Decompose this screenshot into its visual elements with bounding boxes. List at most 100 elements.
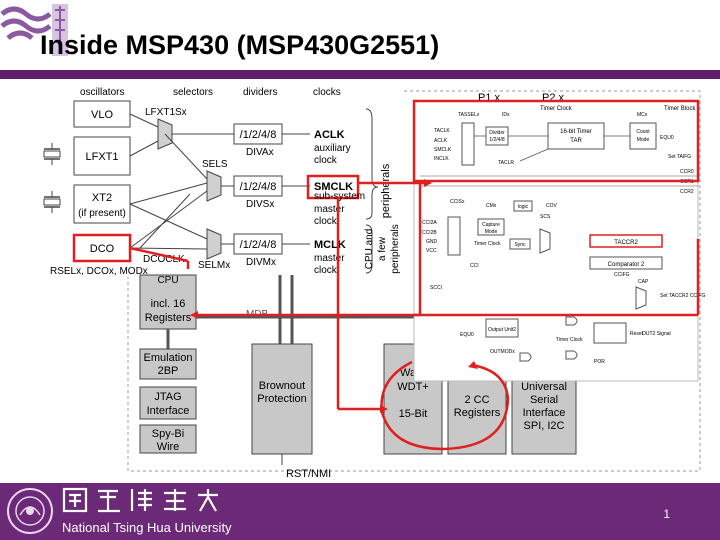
mclk-desc-1: master (314, 253, 345, 264)
usi-label-1: Universal (521, 381, 567, 393)
taclr-label: TACLR (498, 160, 514, 166)
spybi-block: Spy-Bi Wire (139, 424, 197, 454)
mcx-label: MCx (637, 112, 648, 118)
dco-box (72, 233, 132, 263)
scci-label: SCCI (430, 285, 442, 291)
cpu-label: CPU (157, 275, 178, 286)
university-seal-icon (7, 488, 53, 534)
xt2-note: (if present) (78, 208, 126, 219)
ccr0-label: CCR0 (680, 169, 694, 175)
ccr2-label: CCR2 (680, 189, 694, 195)
mclk-label: MCLK (314, 239, 346, 251)
selm-label: SELMx (198, 260, 230, 271)
smclk-divider-label: /1/2/4/8 (240, 181, 277, 193)
taccr2-label: TACCR2 (614, 240, 638, 246)
count-mode-box (629, 122, 657, 150)
por-label: POR (594, 359, 605, 365)
lfxt1-label: LFXT1 (85, 151, 118, 163)
divs-label: DIVSx (246, 199, 274, 210)
outmodx-label: OUTMODx (490, 349, 515, 355)
aclk-desc-1: auxiliary (314, 143, 351, 154)
equ0-label: EQU0 (660, 135, 674, 141)
selectors-header: selectors (173, 87, 213, 98)
aclk-divider-label: /1/2/4/8 (240, 129, 277, 141)
dco-bits-label: RSELx, DCOx, MODx (50, 266, 148, 277)
crystal-icon (43, 191, 61, 213)
timer-block-label: Timer Block (664, 106, 696, 112)
cmx-label: CMx (486, 203, 497, 209)
xt2-box (73, 184, 131, 224)
aclk-label: ACLK (314, 129, 345, 141)
cov-label: COV (546, 203, 558, 209)
usi-label-3: Interface (523, 407, 566, 419)
smclk-highlight (306, 174, 360, 200)
idx-label: IDx (502, 112, 510, 118)
title-bar (0, 70, 720, 79)
divider-sub-label: 1/2/4/8 (489, 137, 505, 143)
emulation-label-2: 2BP (158, 365, 179, 377)
comparator-box (589, 256, 663, 270)
chip-outline (127, 90, 701, 472)
emulation-block: Emulation 2BP (139, 348, 197, 380)
inclk-label: INCLK (434, 156, 449, 162)
ccixa-label: CCI2A (422, 220, 437, 226)
ccis-label: CCISx (450, 199, 465, 205)
usi-label-4: SPI, I2C (524, 420, 565, 432)
timer-clock-label-3: Timer Clock (556, 337, 583, 343)
ccl-label: CCI (470, 263, 479, 269)
jtag-block: JTAG Interface (139, 386, 197, 420)
clocks-header: clocks (313, 87, 341, 98)
cpu-block: CPU incl. 16 Registers (139, 274, 197, 330)
smclk-desc-1: sub-system (314, 191, 365, 202)
count-mode-label-2: Mode (637, 137, 650, 143)
ccixb-label: CCI2B (422, 230, 437, 236)
gnd-label: GND (426, 239, 438, 245)
cpu-peripherals-label-1: CPU and (364, 229, 375, 270)
spybi-label-1: Spy-Bi (152, 428, 184, 440)
aclk-input-label: ACLK (434, 138, 448, 144)
capture-mode-label-2: Mode (485, 229, 498, 235)
oscillators-header: oscillators (80, 87, 124, 98)
smclk-divider (233, 175, 283, 197)
cc-label-1: 2 CC (464, 394, 489, 406)
smclk-desc-3: clock (314, 216, 338, 227)
equ0-b-label: EQU0 (460, 332, 474, 338)
timer-detail-overlay: Timer Clock Timer Block TASSELx IDx MCx … (413, 100, 705, 382)
count-mode-label-1: Count (636, 129, 650, 135)
timer-clock-label-2: Timer Clock (474, 241, 501, 247)
aclk-desc-2: clock (314, 155, 338, 166)
counter-label-1: 16-bit Timer (560, 129, 592, 135)
scs-label: SCS (540, 214, 551, 220)
cap-label: CAP (638, 279, 649, 285)
cc-registers-block: 2 CC Registers (447, 368, 507, 455)
jtag-label-1: JTAG (154, 391, 181, 403)
brownout-label-2: Protection (257, 393, 307, 405)
mclk-divider (233, 233, 283, 255)
timer-clock-label: Timer Clock (540, 106, 573, 112)
smclk-desc-2: master (314, 204, 345, 215)
ccifg-label: CCIFG (614, 272, 630, 278)
wdt-label-2: WDT+ (397, 381, 428, 393)
brownout-block: Brownout Protection (251, 343, 313, 455)
clock-system-panel: oscillators selectors dividers clocks VL… (43, 87, 402, 277)
jtag-label-2: Interface (147, 405, 190, 417)
cc-label-2: Registers (454, 407, 501, 419)
aclk-divider (233, 123, 283, 145)
comparator-label: Comparator 2 (608, 262, 645, 268)
timer-highlight-box (412, 99, 700, 183)
vlo-box (73, 100, 131, 128)
sync-label: Sync (514, 242, 526, 248)
xt2-label: XT2 (92, 192, 112, 204)
msp430-block-diagram: oscillators selectors dividers clocks VL… (43, 87, 705, 480)
dco-label: DCO (90, 243, 115, 255)
taclk-label: TACLK (434, 128, 450, 134)
slide-title: Inside MSP430 (MSP430G2551) (40, 30, 440, 60)
university-name: National Tsing Hua University (62, 520, 232, 535)
vcc-label: VCC (426, 248, 437, 254)
cpu-incl-label: incl. 16 (151, 298, 186, 310)
usi-label-2: Serial (530, 394, 558, 406)
mclk-desc-2: clock (314, 265, 338, 276)
divm-label: DIVMx (246, 257, 276, 268)
university-name-cn-logo (62, 487, 218, 513)
red-highlights (129, 99, 700, 451)
